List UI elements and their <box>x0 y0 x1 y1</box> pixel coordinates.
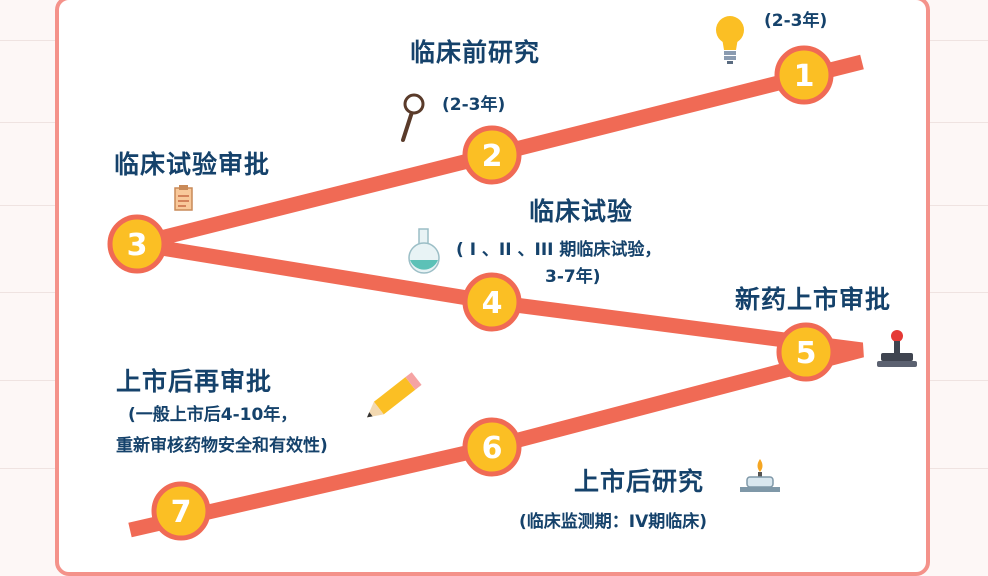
step-1-note: (2-3年) <box>764 11 828 31</box>
step-4-note-line-1: ( I 、II 、III 期临床试验， <box>456 240 662 260</box>
clipboard-icon <box>174 185 193 211</box>
step-6-title: 上市后再审批 <box>116 367 273 396</box>
lightbulb-icon <box>716 16 744 64</box>
step-4-title: 临床试验 <box>529 197 634 226</box>
step-number: 7 <box>171 495 192 530</box>
step-2-title: 临床前研究 <box>410 38 541 67</box>
step-number: 5 <box>796 336 817 371</box>
step-6-note-line-1: (一般上市后4-10年， <box>128 405 298 425</box>
step-number: 6 <box>482 431 503 466</box>
step-4-note-line-2: 3-7年) <box>545 267 601 287</box>
stamp-icon <box>877 330 917 367</box>
step-number: 4 <box>482 286 503 321</box>
step-node-4: 4 <box>462 272 522 332</box>
step-3-title: 临床试验审批 <box>114 150 271 179</box>
step-number: 2 <box>482 139 503 174</box>
step-5-title: 新药上市审批 <box>735 285 892 314</box>
step-7-note: (临床监测期：IV期临床) <box>519 512 708 532</box>
step-node-1: 1 <box>774 45 834 105</box>
process-diagram: 1 2 3 4 5 6 7 <box>107 16 917 541</box>
step-node-5: 5 <box>776 322 836 382</box>
step-node-6: 6 <box>462 417 522 477</box>
step-7-title: 上市后研究 <box>574 467 705 496</box>
alcohol-lamp-icon <box>740 459 780 492</box>
step-node-3: 3 <box>107 214 167 274</box>
step-number: 1 <box>794 59 815 94</box>
step-2-note: (2-3年) <box>442 95 506 115</box>
step-6-note-line-2: 重新审核药物安全和有效性) <box>116 436 328 456</box>
flask-icon <box>408 228 440 274</box>
step-node-7: 7 <box>151 481 211 541</box>
step-number: 3 <box>127 228 148 263</box>
pencil-icon <box>366 372 422 418</box>
step-node-2: 2 <box>462 125 522 185</box>
magnifying-glass-icon <box>401 93 425 142</box>
